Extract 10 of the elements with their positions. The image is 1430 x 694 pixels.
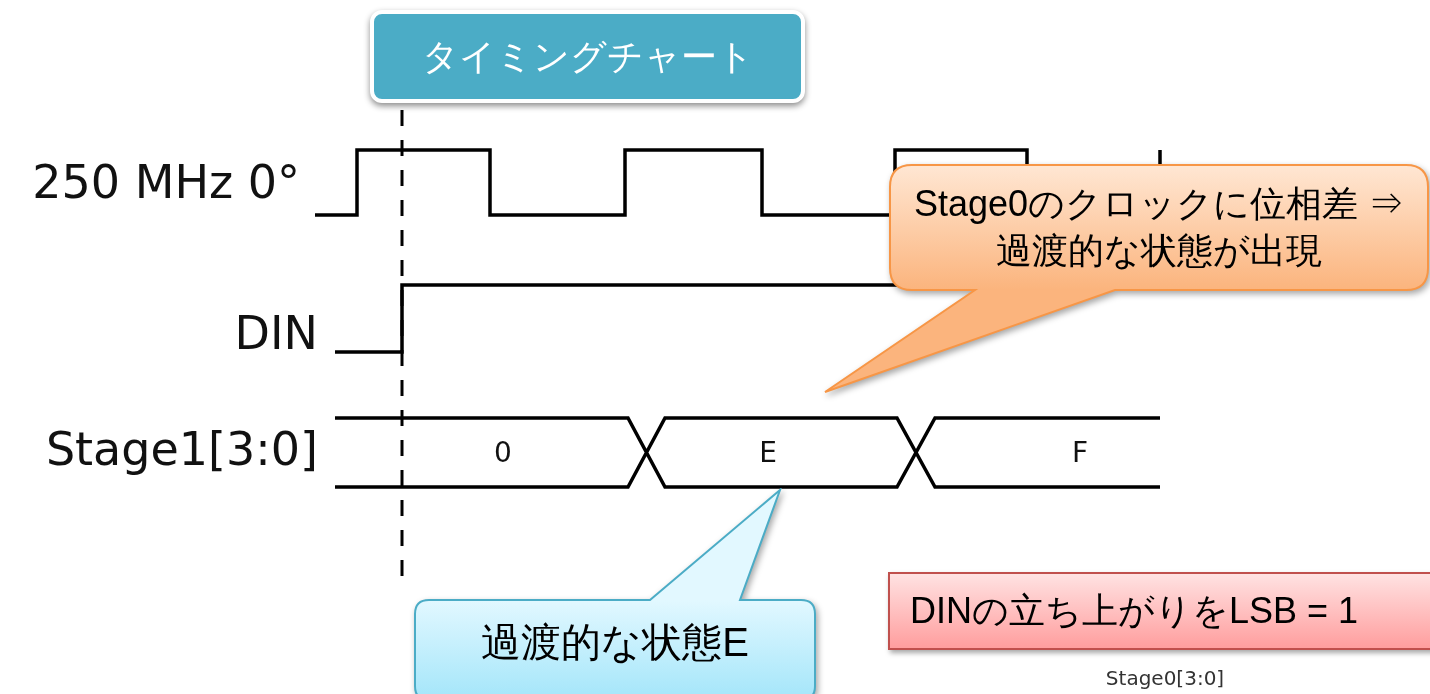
- signal-label: Stage1[3:0]: [45, 422, 318, 478]
- bus-value: E: [759, 436, 777, 470]
- note-box: DINの立ち上がりをLSB = 1: [888, 572, 1430, 650]
- caption: Stage0[3:0]: [1105, 666, 1225, 690]
- bus-value: 0: [494, 436, 512, 470]
- callout-box: 過渡的な状態E: [413, 488, 817, 694]
- signal-label: DIN: [234, 306, 318, 362]
- signal-label: 250 MHz 0°: [32, 155, 300, 211]
- bus-value: F: [1071, 436, 1089, 470]
- callout-box: Stage0のクロックに位相差 ⇒過渡的な状態が出現: [823, 163, 1430, 394]
